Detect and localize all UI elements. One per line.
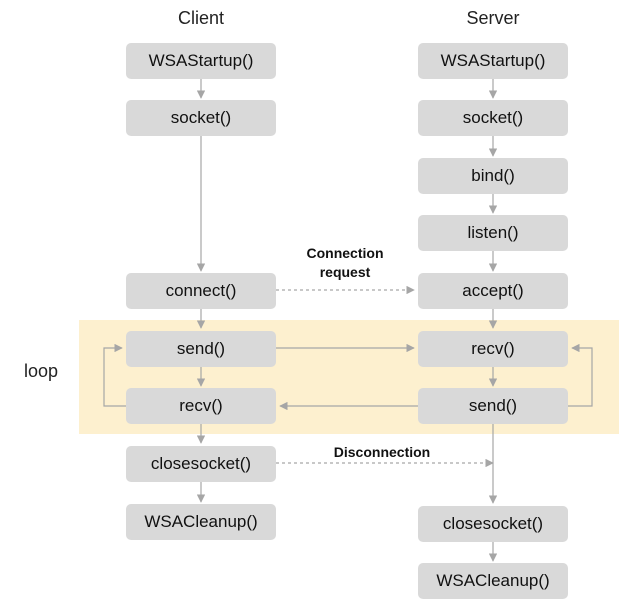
server-node-wsacleanup: WSACleanup() xyxy=(418,563,568,599)
server-column-title: Server xyxy=(466,8,520,28)
client-node-wsacleanup: WSACleanup() xyxy=(126,504,276,540)
server-node-listen: listen() xyxy=(418,215,568,251)
server-node-accept: accept() xyxy=(418,273,568,309)
server-node-send: send() xyxy=(418,388,568,424)
server-node-bind: bind() xyxy=(418,158,568,194)
server-node-wsastartup: WSAStartup() xyxy=(418,43,568,79)
server-node-recv: recv() xyxy=(418,331,568,367)
client-node-send: send() xyxy=(126,331,276,367)
server-node-closesocket: closesocket() xyxy=(418,506,568,542)
client-node-closesocket: closesocket() xyxy=(126,446,276,482)
client-node-wsastartup: WSAStartup() xyxy=(126,43,276,79)
client-node-socket: socket() xyxy=(126,100,276,136)
disconnection-label: Disconnection xyxy=(333,444,431,460)
arrow-client-loop-back xyxy=(103,343,126,407)
arrow-server-loop-back xyxy=(568,343,593,407)
loop-label: loop xyxy=(24,361,59,381)
server-node-socket: socket() xyxy=(418,100,568,136)
connection-request-label: Connection request xyxy=(306,245,384,280)
client-node-recv: recv() xyxy=(126,388,276,424)
client-column-title: Client xyxy=(177,8,225,28)
client-node-connect: connect() xyxy=(126,273,276,309)
